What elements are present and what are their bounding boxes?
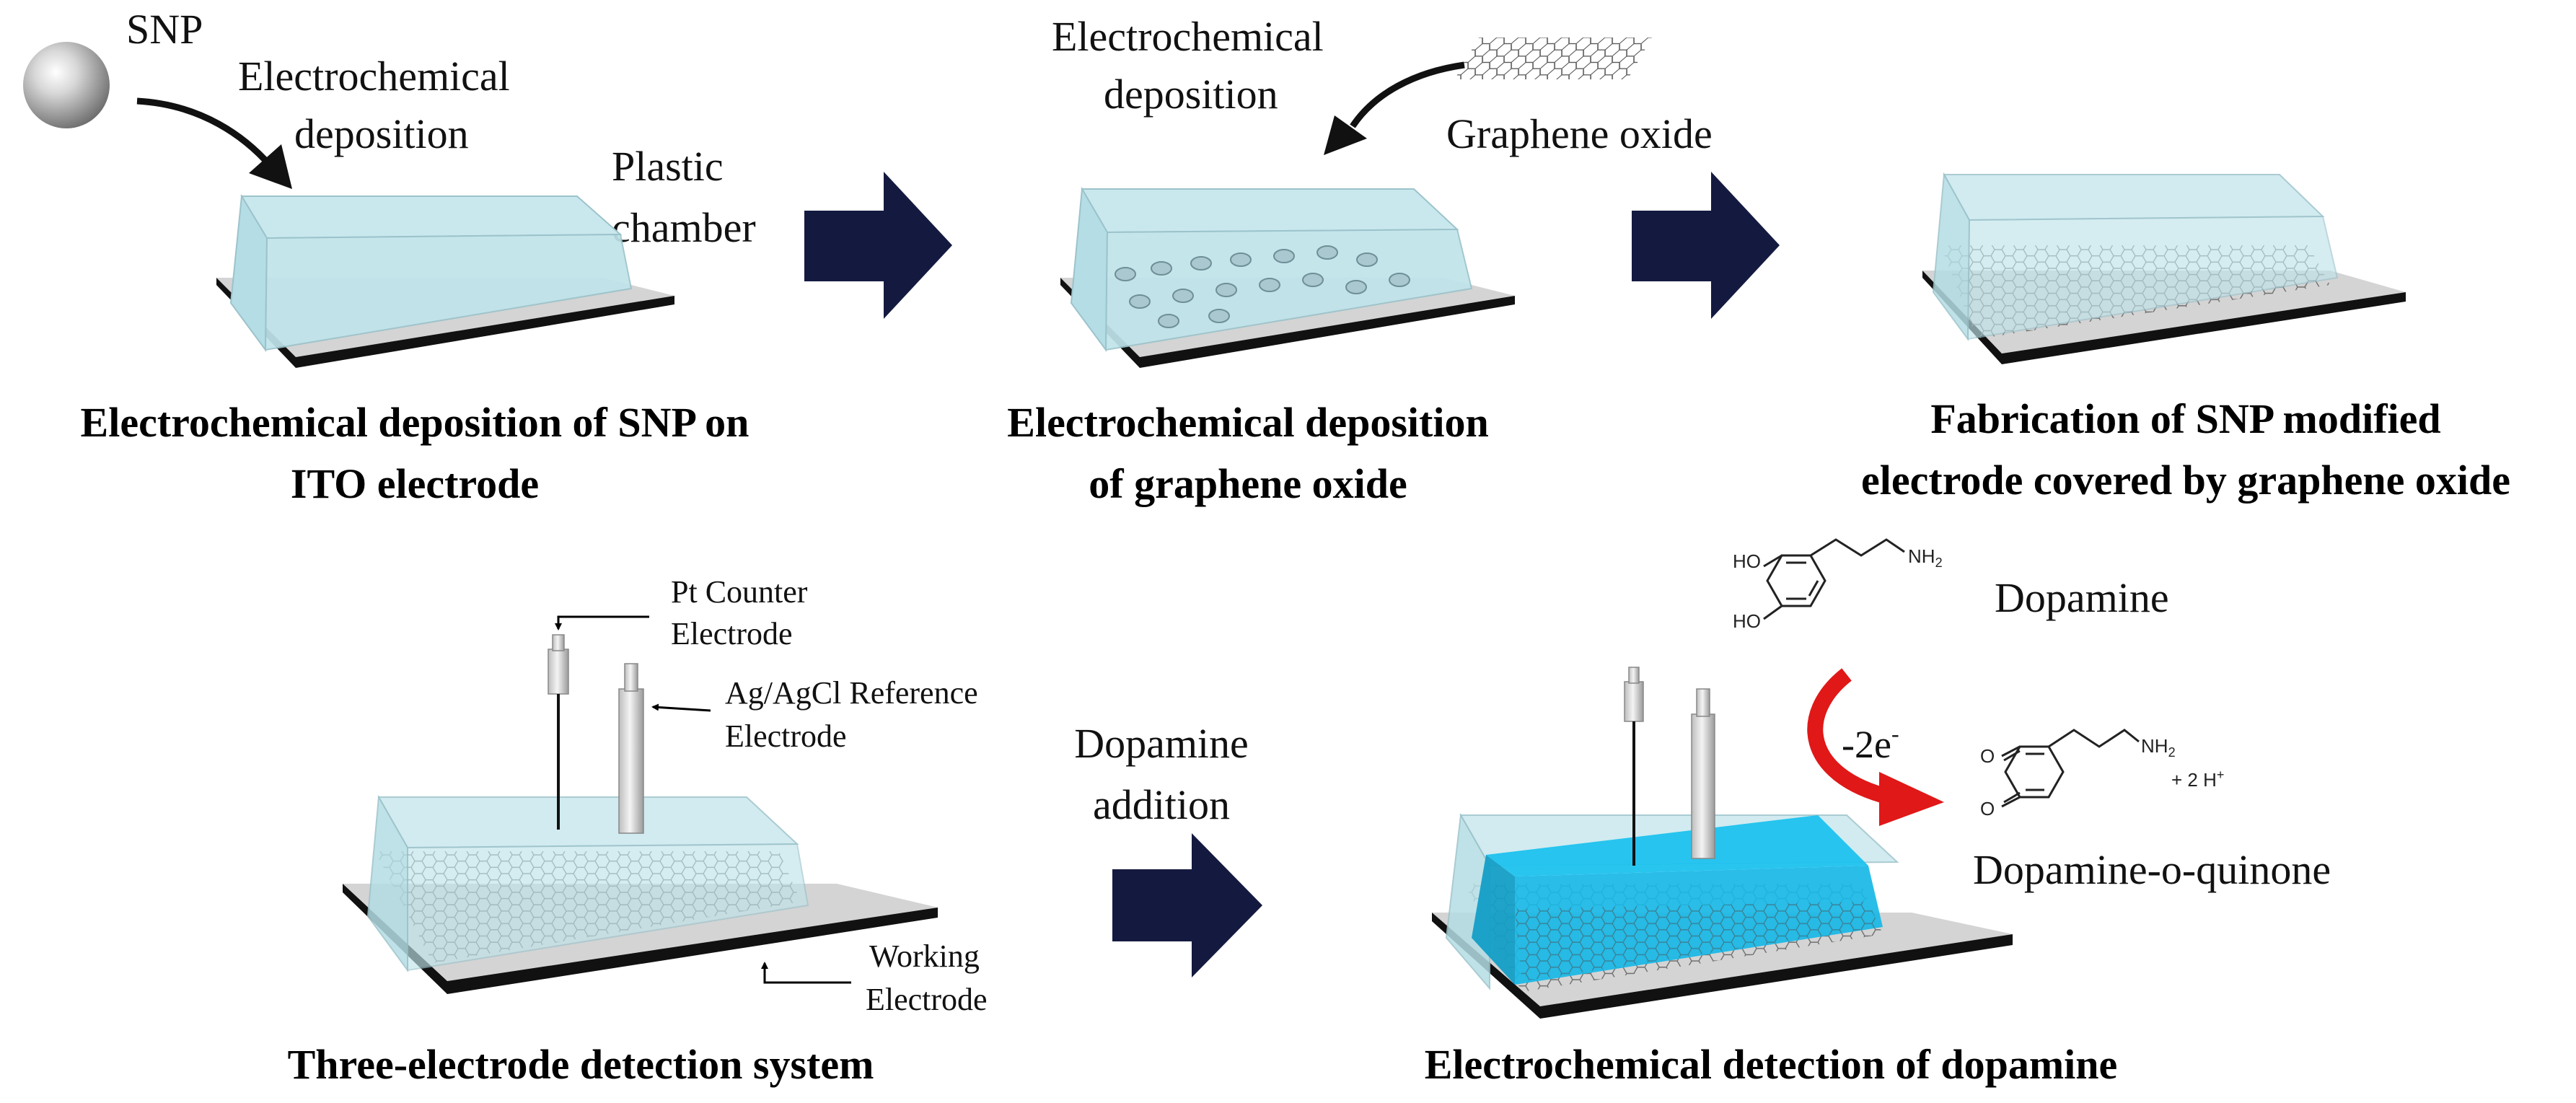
curved-arrow-1 [136,97,273,168]
counter-electrode-cap-top [552,634,565,651]
dopamine-addition-label-2: addition [1093,781,1230,828]
panel-dopamine-detection: HO HO NH2 Dopamine -2e- O O NH2 + 2 H+ D… [1432,538,2331,1019]
dopamine-label: Dopamine [1995,574,2169,621]
oxidation-arrow [1807,668,1892,805]
curved-arrow-2 [1350,61,1465,128]
oxidation-arrow-head [1879,772,1944,826]
reference-electrode-top [624,663,638,692]
panel-fabricated-electrode [1922,172,2406,364]
working-label-2: Electrode [866,982,988,1017]
counter-pointer [555,615,649,630]
quinone-o-1: O [1980,745,1995,767]
protons-label: + 2 H+ [2171,768,2224,791]
electron-label: -2e- [1842,721,1899,766]
plastic-chamber-top-3 [1943,174,2325,221]
graphene-under-solution [1515,902,1879,981]
caption-panel3-line1: Fabrication of SNP modified [1930,395,2440,442]
dopamine-ho-2: HO [1733,610,1761,632]
quinone-label: Dopamine-o-quinone [1973,846,2331,893]
graphene-oxide-label: Graphene oxide [1446,110,1713,157]
dopamine-addition-label-1: Dopamine [1074,720,1249,767]
caption-panel3-line2: electrode covered by graphene oxide [1861,457,2510,504]
working-pointer [761,962,851,984]
counter-label-1: Pt Counter [671,574,808,610]
plastic-chamber-label-2: chamber [612,204,756,251]
reference-pointer [651,703,711,712]
dopamine-ho-1: HO [1733,550,1761,572]
dopamine-nh2: NH2 [1908,545,1943,570]
dopamine-solution-front [1472,855,1515,985]
reference-electrode-top-5 [1696,688,1710,717]
working-label-1: Working [869,939,980,974]
curved-arrow-2-head [1324,115,1367,155]
curved-arrow-1-head [249,144,292,189]
quinone-structure [2001,729,2140,808]
plastic-chamber-top-4 [377,796,799,849]
reference-label-2: Electrode [725,719,847,754]
plastic-chamber-label-1: Plastic [612,143,724,190]
reference-label-1: Ag/AgCl Reference [725,675,978,711]
panel-go-deposition: Electrochemical deposition Graphene oxid… [1052,13,1713,368]
deposited-snp-particles [1115,245,1410,328]
block-arrow-3 [1112,833,1262,977]
plastic-chamber-side-4 [407,843,809,972]
counter-electrode-cap [548,649,569,695]
plastic-chamber-top [240,195,623,240]
deposition-label-2a: Electrochemical [1052,13,1324,60]
caption-panel5: Electrochemical detection of dopamine [1425,1041,2118,1088]
caption-panel2-line2: of graphene oxide [1089,460,1407,507]
caption-panel4: Three-electrode detection system [288,1041,874,1088]
dopamine-solution-top [1486,815,1868,876]
counter-electrode-cap-top-5 [1628,667,1640,684]
reference-electrode-body [618,688,644,834]
quinone-nh2: NH2 [2141,735,2176,760]
deposition-label-2b: deposition [1104,71,1278,118]
deposition-label-2: deposition [294,110,469,157]
plastic-chamber-side-3 [1966,215,2339,340]
reference-electrode-body-5 [1691,713,1715,859]
panel-three-electrode: Pt Counter Electrode Ag/AgCl Reference E… [343,574,988,1017]
block-arrow-1 [804,172,952,319]
deposition-label-1: Electrochemical [238,53,510,100]
graphene-oxide-sheet [1454,38,1652,79]
caption-panel1-line1: Electrochemical deposition of SNP on [81,399,749,446]
dopamine-structure [1763,538,1905,620]
snp-label: SNP [126,6,203,53]
block-arrow-2 [1632,172,1780,319]
snp-sphere [23,42,110,128]
plastic-chamber-top-2 [1081,188,1459,234]
caption-panel2-line1: Electrochemical deposition [1007,399,1488,446]
quinone-o-2: O [1980,798,1995,819]
plastic-chamber-side [264,233,633,351]
panel-snp-deposition: SNP Electrochemical deposition Plastic c… [23,6,756,368]
caption-panel1-line2: ITO electrode [291,460,539,507]
counter-electrode-cap-5 [1624,681,1644,722]
counter-label-2: Electrode [671,616,793,651]
